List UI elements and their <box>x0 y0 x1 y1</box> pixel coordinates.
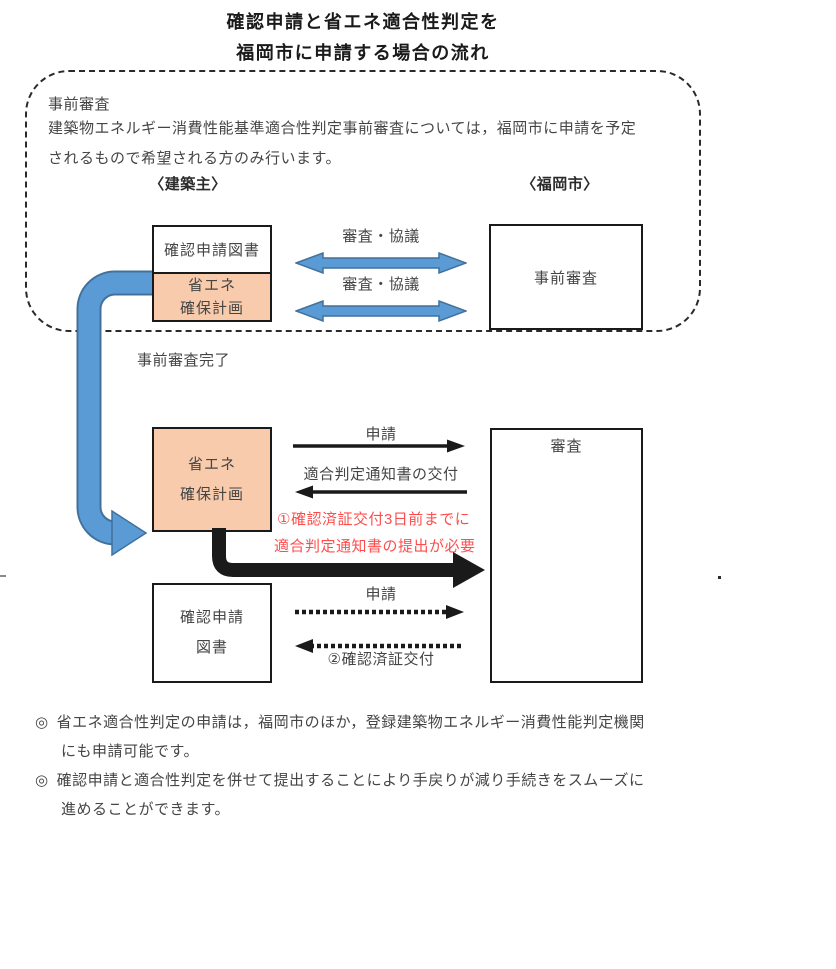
dotted-apply-arrow-label: 申請 <box>365 586 397 603</box>
dotted-apply-arrow-icon <box>295 605 464 619</box>
note1-marker: ◎ <box>35 714 49 731</box>
note1-text1: 省エネ適合性判定の申請は，福岡市のほか，登録建築物エネルギー消費性能判定機関 <box>56 714 645 731</box>
energy-plan-box-line2: 確保計画 <box>179 485 244 503</box>
submission-elbow-arrow-shaft <box>212 528 455 577</box>
stray-mark-right <box>718 576 721 579</box>
documents-box-energy-line1: 省エネ <box>187 277 236 294</box>
pre-review-frame <box>25 70 701 332</box>
page-title: 確認申請と省エネ適合性判定を 福岡市に申請する場合の流れ <box>63 7 663 69</box>
upper-double-arrow-label: 審査・協議 <box>342 228 420 245</box>
red-note-line2: 適合判定通知書の提出が必要 <box>274 538 476 555</box>
pre-review-description-line1: 建築物エネルギー消費性能基準適合性判定事前審査については，福岡市に申請を予定 <box>48 120 637 137</box>
blue-elbow-arrow-shaft <box>78 272 154 544</box>
submission-elbow-arrowhead-icon <box>453 552 485 588</box>
confirmation-docs-box-line1: 確認申請 <box>179 609 244 626</box>
dotted-issue-arrow-label: ②確認済証交付 <box>327 651 435 668</box>
lower-double-arrow-label: 審査・協議 <box>342 276 420 293</box>
lower-double-arrow-icon <box>295 300 467 322</box>
apply-arrow-icon <box>293 439 465 453</box>
note2-text1: 確認申請と適合性判定を併せて提出することにより手戻りが減り手続きをスムーズに <box>56 772 645 789</box>
red-note-line1: ①確認済証交付3日前までに <box>277 511 471 528</box>
pre-review-complete-label: 事前審査完了 <box>137 352 231 369</box>
upper-double-arrow-icon <box>295 252 467 274</box>
review-box-label: 審査 <box>550 438 583 455</box>
note1-line1: ◎ 省エネ適合性判定の申請は，福岡市のほか，登録建築物エネルギー消費性能判定機関 <box>35 711 645 732</box>
page-title-line1: 確認申請と省エネ適合性判定を <box>226 12 500 32</box>
owner-column-heading: 〈建築主〉 <box>149 176 227 193</box>
pre-review-description-line2: されるもので希望される方のみ行います。 <box>48 150 342 167</box>
submission-elbow-arrow <box>212 528 485 588</box>
city-column-heading: 〈福岡市〉 <box>521 176 599 193</box>
dotted-issue-arrow-icon <box>295 639 461 653</box>
documents-box-energy-section: 省エネ 確保計画 <box>154 274 270 320</box>
note2-marker: ◎ <box>35 772 49 789</box>
confirmation-docs-box-line2: 図書 <box>195 639 228 656</box>
apply-arrow-label: 申請 <box>365 426 397 443</box>
blue-elbow-arrowhead-icon <box>111 509 148 557</box>
stray-mark-left <box>0 575 6 577</box>
notice-arrow-label: 適合判定通知書の交付 <box>303 466 459 483</box>
energy-plan-box: 省エネ 確保計画 <box>152 427 272 532</box>
review-box: 審査 <box>490 428 643 683</box>
note1-line2: にも申請可能です。 <box>61 743 200 760</box>
documents-box: 確認申請図書 省エネ 確保計画 <box>152 225 272 322</box>
note2-line2: 進めることができます。 <box>61 801 231 818</box>
city-pre-review-box: 事前審査 <box>489 224 643 330</box>
notice-arrow-icon <box>295 485 467 499</box>
confirmation-docs-box: 確認申請 図書 <box>152 583 272 683</box>
page-title-line2: 福岡市に申請する場合の流れ <box>236 43 490 63</box>
blue-elbow-arrow <box>76 270 154 557</box>
energy-plan-box-line1: 省エネ <box>187 455 236 473</box>
documents-box-title: 確認申請図書 <box>154 227 270 274</box>
pre-review-heading: 事前審査 <box>48 96 111 113</box>
note2-line1: ◎ 確認申請と適合性判定を併せて提出することにより手戻りが減り手続きをスムーズに <box>35 769 645 790</box>
documents-box-energy-line2: 確保計画 <box>179 300 244 317</box>
